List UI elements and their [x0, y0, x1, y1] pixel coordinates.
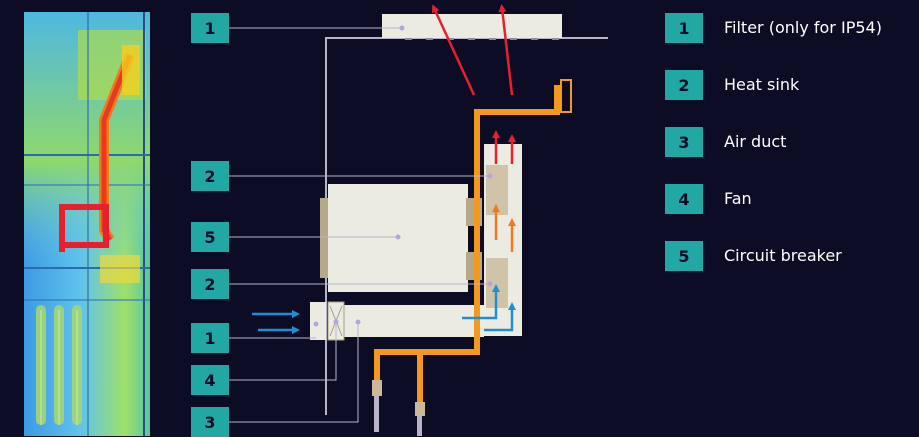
legend-badge-3: 3	[665, 127, 703, 157]
callout-badge-heat-sink-upper: 2	[191, 161, 229, 191]
top-filter	[382, 14, 562, 38]
legend-badge-4: 4	[665, 184, 703, 214]
legend-label-fan: Fan	[724, 184, 752, 214]
legend-badge-1: 1	[665, 13, 703, 43]
busbar-terminal	[561, 80, 571, 112]
callout-badge-filter-inlet: 1	[191, 323, 229, 353]
legend-label-filter: Filter (only for IP54)	[724, 13, 882, 43]
legend-label-circuit-breaker: Circuit breaker	[724, 241, 842, 271]
legend-badge-2: 2	[665, 70, 703, 100]
legend-label-air-duct: Air duct	[724, 127, 786, 157]
callout-badge-filter: 1	[191, 13, 229, 43]
callout-badge-circuit-breaker: 5	[191, 222, 229, 252]
legend-badge-5: 5	[665, 241, 703, 271]
heat-sink-panel	[484, 144, 522, 336]
thermal-simulation-image	[24, 12, 150, 436]
callout-badge-air-duct: 3	[191, 407, 229, 437]
callout-badge-fan: 4	[191, 365, 229, 395]
legend-label-heat-sink: Heat sink	[724, 70, 799, 100]
callout-badge-heat-sink-lower: 2	[191, 269, 229, 299]
circuit-breaker	[320, 184, 482, 292]
